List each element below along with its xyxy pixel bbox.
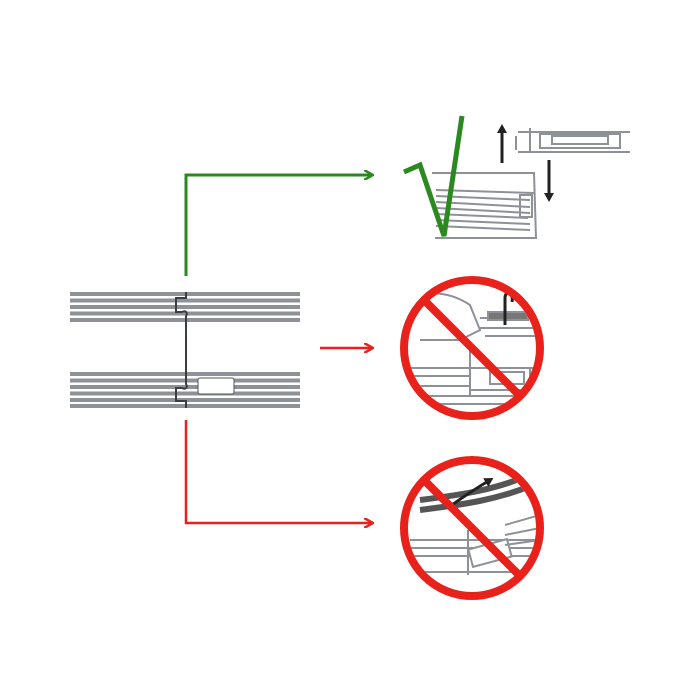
illustration-wrong-bend — [400, 456, 544, 600]
arrow-wrong-bottom — [184, 420, 372, 523]
illustration-wrong-lift — [400, 276, 544, 420]
checkmark-icon — [402, 115, 465, 237]
prohibited-icon — [400, 276, 544, 420]
arrow-correct — [184, 175, 372, 276]
panel-label-slot — [197, 377, 235, 395]
bend-arrow-icon — [451, 477, 494, 507]
prohibited-icon — [400, 456, 544, 600]
illustration-correct — [402, 115, 630, 239]
panel-connector — [175, 292, 188, 408]
